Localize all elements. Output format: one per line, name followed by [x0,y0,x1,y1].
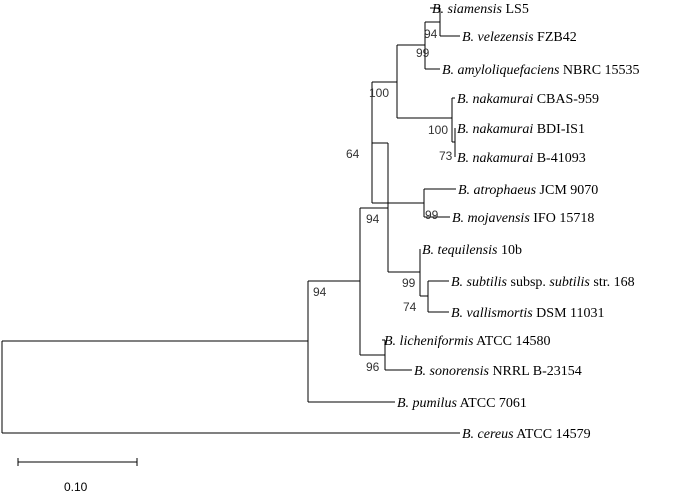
taxon-label-vall-part-0: B. vallismortis [451,306,533,321]
taxon-label-subt-part-3: str. 168 [590,275,635,290]
taxon-label-naka2-part-1: BDI-IS1 [533,122,585,137]
bootstrap-lich-sono: 96 [366,360,380,374]
taxon-label-siam-part-0: B. siamensis [432,2,503,17]
taxon-label-naka3: B. nakamurai B-41093 [457,151,586,166]
scale-bar: 0.10 [17,458,138,493]
taxon-label-lich: B. licheniformis ATCC 14580 [384,334,550,349]
taxon-label-lich-part-1: ATCC 14580 [473,334,550,349]
bootstrap-tequ-clade: 99 [402,276,416,290]
taxon-label-naka3-part-1: B-41093 [533,151,586,166]
taxon-label-tequ-part-1: 10b [497,243,522,258]
taxon-label-naka1-part-1: CBAS-959 [533,92,599,107]
taxon-label-vall: B. vallismortis DSM 11031 [451,306,605,321]
taxon-label-sono-part-1: NRRL B-23154 [489,364,582,379]
bootstrap-amyl-clade: 99 [416,46,430,60]
taxon-label-naka3-part-0: B. nakamurai [457,151,533,166]
taxon-label-vele-part-0: B. velezensis [462,30,534,45]
scale-bar-label: 0.10 [64,480,88,493]
taxon-label-pumi: B. pumilus ATCC 7061 [397,396,527,411]
bootstrap-siam-vele: 94 [424,27,438,41]
taxon-label-cere: B. cereus ATCC 14579 [462,427,591,442]
taxon-label-naka2: B. nakamurai BDI-IS1 [457,122,585,137]
taxon-label-subt-part-1: subsp. [507,275,549,290]
taxon-label-vele: B. velezensis FZB42 [462,30,577,45]
taxon-label-subt-part-0: B. subtilis [451,275,508,290]
bootstrap-ingroup: 94 [313,285,327,299]
bootstrap-naka-clade: 100 [428,123,448,137]
taxon-label-cere-part-0: B. cereus [462,427,514,442]
bootstrap-subtilis-group: 94 [366,212,380,226]
taxon-label-tequ-part-0: B. tequilensis [422,243,498,258]
taxon-label-siam-part-1: LS5 [502,2,529,17]
taxon-label-moja: B. mojavensis IFO 15718 [452,211,594,226]
taxon-label-moja-part-1: IFO 15718 [530,211,595,226]
taxon-label-naka1-part-0: B. nakamurai [457,92,533,107]
taxon-label-tequ: B. tequilensis 10b [422,243,522,258]
tree-branches [1,7,460,434]
taxon-label-pumi-part-0: B. pumilus [397,396,457,411]
taxon-label-sono-part-0: B. sonorensis [414,364,489,379]
taxon-label-lich-part-0: B. licheniformis [384,334,474,349]
taxon-label-amyl-part-1: NBRC 15535 [559,63,639,78]
bootstrap-naka-inner: 73 [439,149,453,163]
taxon-label-vele-part-1: FZB42 [534,30,577,45]
taxon-label-moja-part-0: B. mojavensis [452,211,530,226]
taxon-label-amyl: B. amyloliquefaciens NBRC 15535 [442,63,640,78]
bootstrap-atro-moja: 99 [425,208,439,222]
bootstrap-subt-vall: 74 [403,300,417,314]
taxon-labels: B. siamensis LS5 B. velezensis FZB42 B. am… [384,2,640,442]
taxon-label-vall-part-1: DSM 11031 [533,306,605,321]
taxon-label-subt: B. subtilis subsp. subtilis str. 168 [451,275,635,290]
taxon-label-siam: B. siamensis LS5 [432,2,529,17]
taxon-label-naka2-part-0: B. nakamurai [457,122,533,137]
bootstrap-amyl-naka: 100 [369,86,389,100]
taxon-label-naka1: B. nakamurai CBAS-959 [457,92,599,107]
taxon-label-atro-part-0: B. atrophaeus [458,183,537,198]
taxon-label-atro: B. atrophaeus JCM 9070 [458,183,598,198]
taxon-label-sono: B. sonorensis NRRL B-23154 [414,364,582,379]
taxon-label-pumi-part-1: ATCC 7061 [457,396,527,411]
taxon-label-subt-part-2: subtilis [549,275,590,290]
bootstrap-values: 94 99 100 100 73 99 64 94 74 99 96 94 [313,27,453,374]
taxon-label-cere-part-1: ATCC 14579 [514,427,591,442]
taxon-label-amyl-part-0: B. amyloliquefaciens [442,63,560,78]
taxon-label-atro-part-1: JCM 9070 [536,183,598,198]
bootstrap-amyl-atro: 64 [346,147,360,161]
